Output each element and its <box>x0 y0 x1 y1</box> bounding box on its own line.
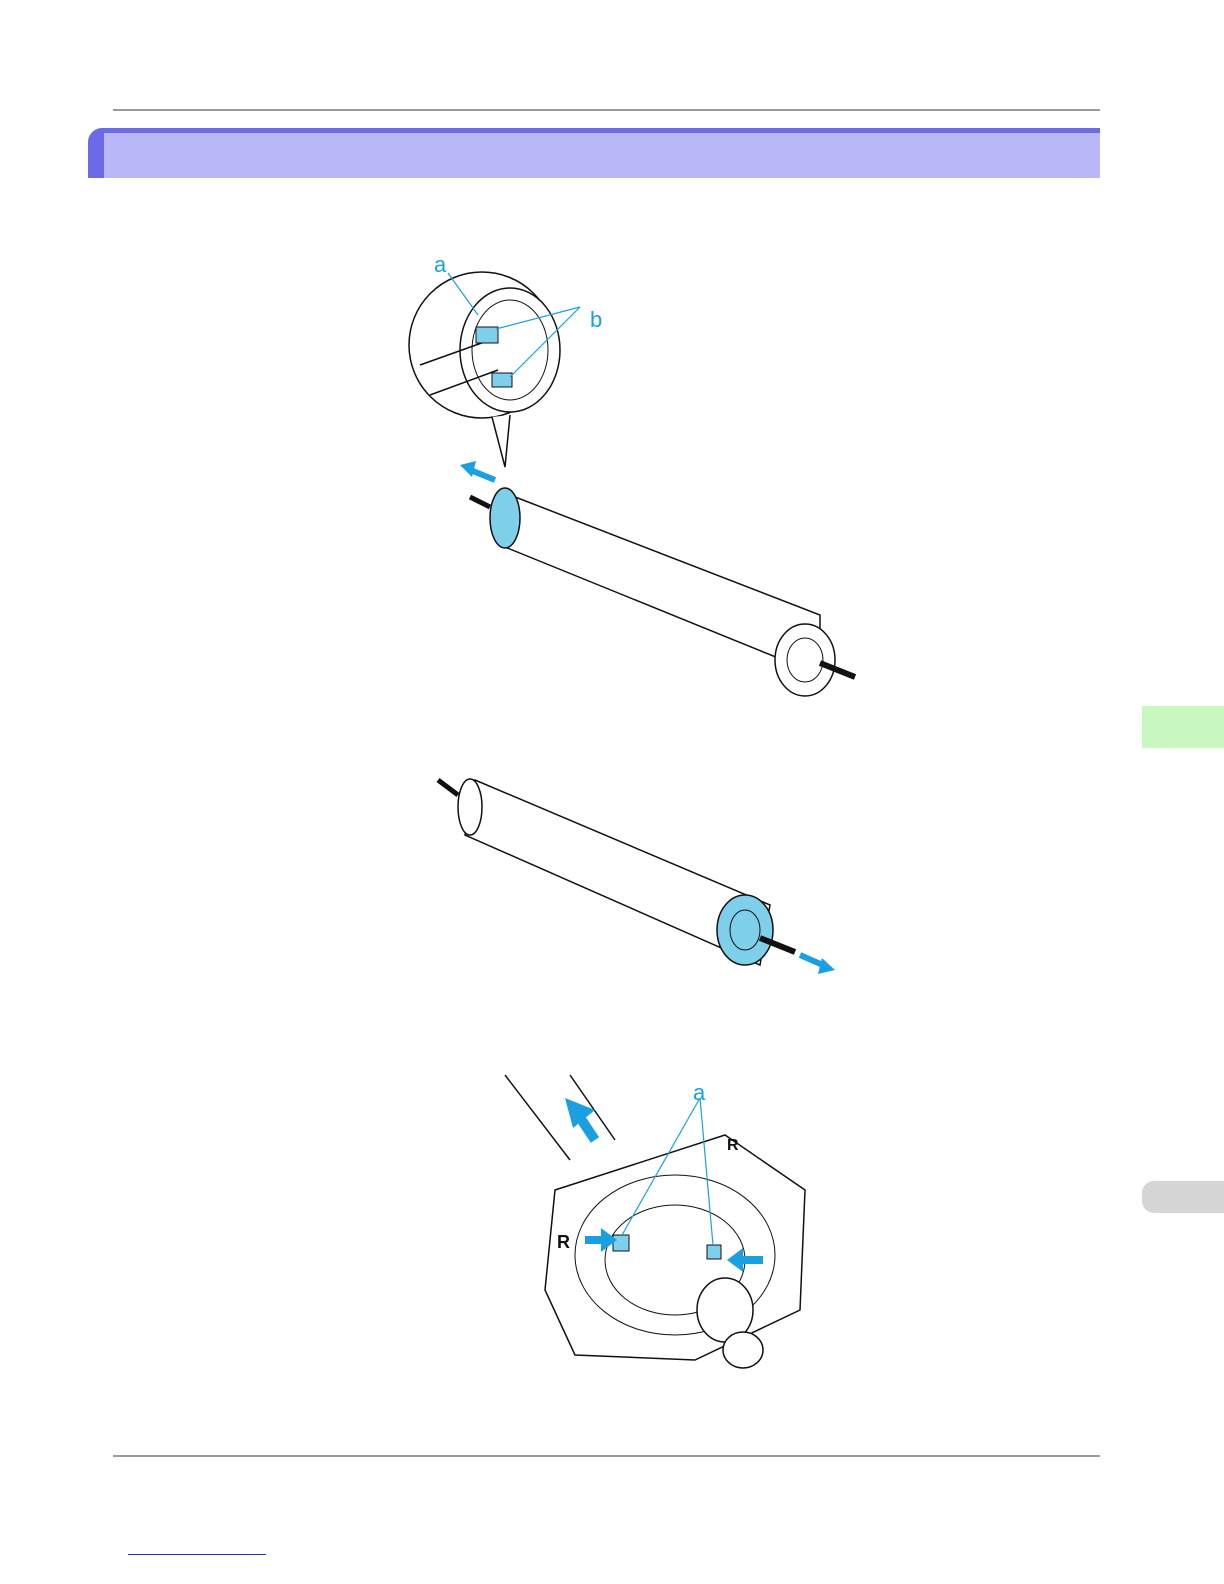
roll-holder-detach-figure: a b <box>400 245 870 705</box>
footer-rule <box>113 1455 1100 1457</box>
roll-holder-remove-figure <box>430 760 850 980</box>
callout-a-label-3: a <box>693 1080 706 1105</box>
roll-illustration-2 <box>430 760 850 980</box>
header-rule <box>113 109 1100 111</box>
holder-r-mark-top: R <box>727 1137 739 1154</box>
section-heading-bar <box>88 128 1100 178</box>
callout-b-label: b <box>590 307 602 332</box>
chapter-side-tab[interactable] <box>1142 706 1224 748</box>
footer-link-underline[interactable] <box>128 1554 266 1555</box>
holder-stopper-figure: a R R <box>495 1070 825 1380</box>
callout-a-label: a <box>434 252 447 277</box>
index-side-tab[interactable] <box>1142 1181 1224 1213</box>
holder-illustration: a R R <box>495 1070 825 1380</box>
holder-r-mark-left: R <box>557 1232 570 1252</box>
roll-holder-illustration: a b <box>400 245 870 705</box>
